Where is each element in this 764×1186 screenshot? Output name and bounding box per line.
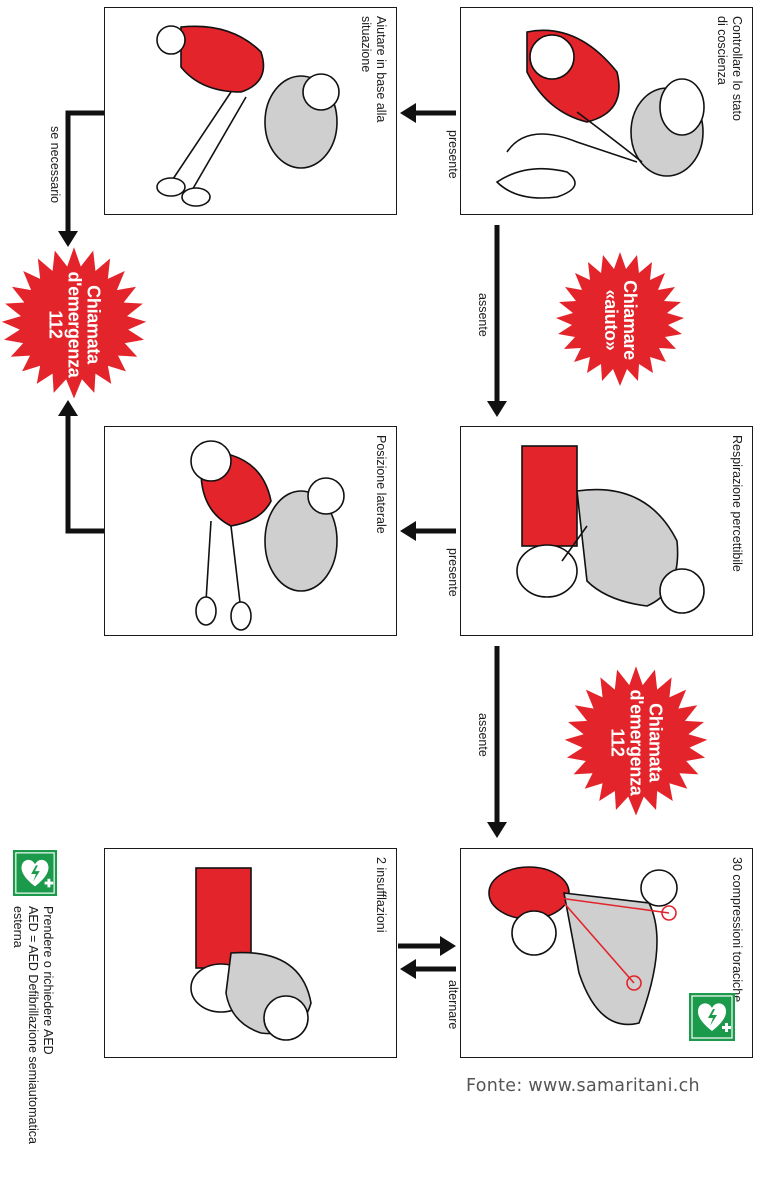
legend-line: AED = AED Defibrillazione semiautomatica bbox=[26, 906, 40, 1144]
badge-line: Chiamata bbox=[84, 285, 104, 364]
arrow-if-necessary bbox=[58, 113, 104, 247]
label-present-1: presente bbox=[445, 130, 460, 179]
illustration-breathing bbox=[467, 431, 727, 631]
badge-line: Chiamare bbox=[620, 280, 640, 360]
badge-emergency-mid: Chiamata d'emergenza 112 bbox=[558, 664, 714, 820]
illustration-check-consciousness bbox=[467, 12, 727, 212]
aed-heart-icon bbox=[689, 993, 735, 1041]
caption-line: Aiutare in base alla bbox=[374, 16, 388, 122]
badge-line: 112 bbox=[46, 310, 66, 338]
badge-line: d'emergenza bbox=[65, 271, 85, 377]
panel-caption-insufflations: 2 insufflazioni bbox=[373, 857, 388, 933]
label-present-2: presente bbox=[445, 548, 460, 597]
caption-line: situazione bbox=[359, 16, 373, 72]
legend-line: esterna bbox=[11, 906, 25, 948]
badge-line: Chiamata bbox=[646, 703, 666, 782]
panel-lateral-position: Posizione laterale bbox=[104, 426, 397, 636]
badge-line: d'emergenza bbox=[627, 689, 647, 795]
badge-line: 112 bbox=[608, 728, 628, 756]
panel-caption-lateral: Posizione laterale bbox=[373, 435, 388, 534]
illustration-lateral-position bbox=[111, 431, 351, 631]
caption-line: Controllare lo stato bbox=[730, 16, 744, 121]
arrow-present-2 bbox=[400, 521, 456, 541]
arrow-alternate-right bbox=[398, 936, 456, 956]
label-alternate: alternare bbox=[445, 980, 460, 1029]
illustration-help-situation bbox=[111, 12, 351, 212]
badge-line: «aiuto» bbox=[601, 290, 621, 351]
label-if-necessary: se necessario bbox=[47, 126, 62, 203]
panel-chest-compressions: 30 compressioni toraciche bbox=[460, 848, 753, 1058]
illustration-insufflations bbox=[111, 853, 351, 1053]
panel-caption-breathing: Respirazione percettibile bbox=[729, 435, 744, 572]
badge-emergency-mid-text: Chiamata d'emergenza 112 bbox=[608, 689, 665, 795]
label-absent-2: assente bbox=[475, 713, 490, 757]
arrow-absent-1 bbox=[487, 225, 507, 417]
badge-emergency-top-text: Chiamata d'emergenza 112 bbox=[46, 271, 103, 377]
panel-check-consciousness: Controllare lo stato di coscienza bbox=[460, 7, 753, 215]
panel-caption-compressions: 30 compressioni toraciche bbox=[729, 857, 744, 1002]
arrow-absent-2 bbox=[487, 646, 507, 838]
aed-heart-icon bbox=[12, 850, 58, 896]
panel-help-situation: Aiutare in base alla situazione bbox=[104, 7, 397, 215]
legend-text: Prendere o richiedere AED AED = AED Defi… bbox=[10, 906, 55, 1144]
panel-breathing: Respirazione percettibile bbox=[460, 426, 753, 636]
panel-insufflations: 2 insufflazioni bbox=[104, 848, 397, 1058]
badge-call-help-text: Chiamare «aiuto» bbox=[601, 280, 639, 360]
source-credit: Fonte: www.samaritani.ch bbox=[466, 1076, 700, 1096]
arrow-present-1 bbox=[400, 103, 456, 123]
illustration-chest-compressions bbox=[469, 853, 679, 1053]
arrow-alternate-left bbox=[400, 959, 456, 979]
label-absent-1: assente bbox=[475, 293, 490, 337]
badge-call-help: Chiamare «aiuto» bbox=[550, 250, 690, 390]
arrow-lateral-to-emergency bbox=[58, 400, 104, 531]
badge-emergency-top: Chiamata d'emergenza 112 bbox=[0, 245, 153, 403]
legend-line: Prendere o richiedere AED bbox=[41, 906, 55, 1055]
panel-caption-help: Aiutare in base alla situazione bbox=[358, 16, 388, 122]
